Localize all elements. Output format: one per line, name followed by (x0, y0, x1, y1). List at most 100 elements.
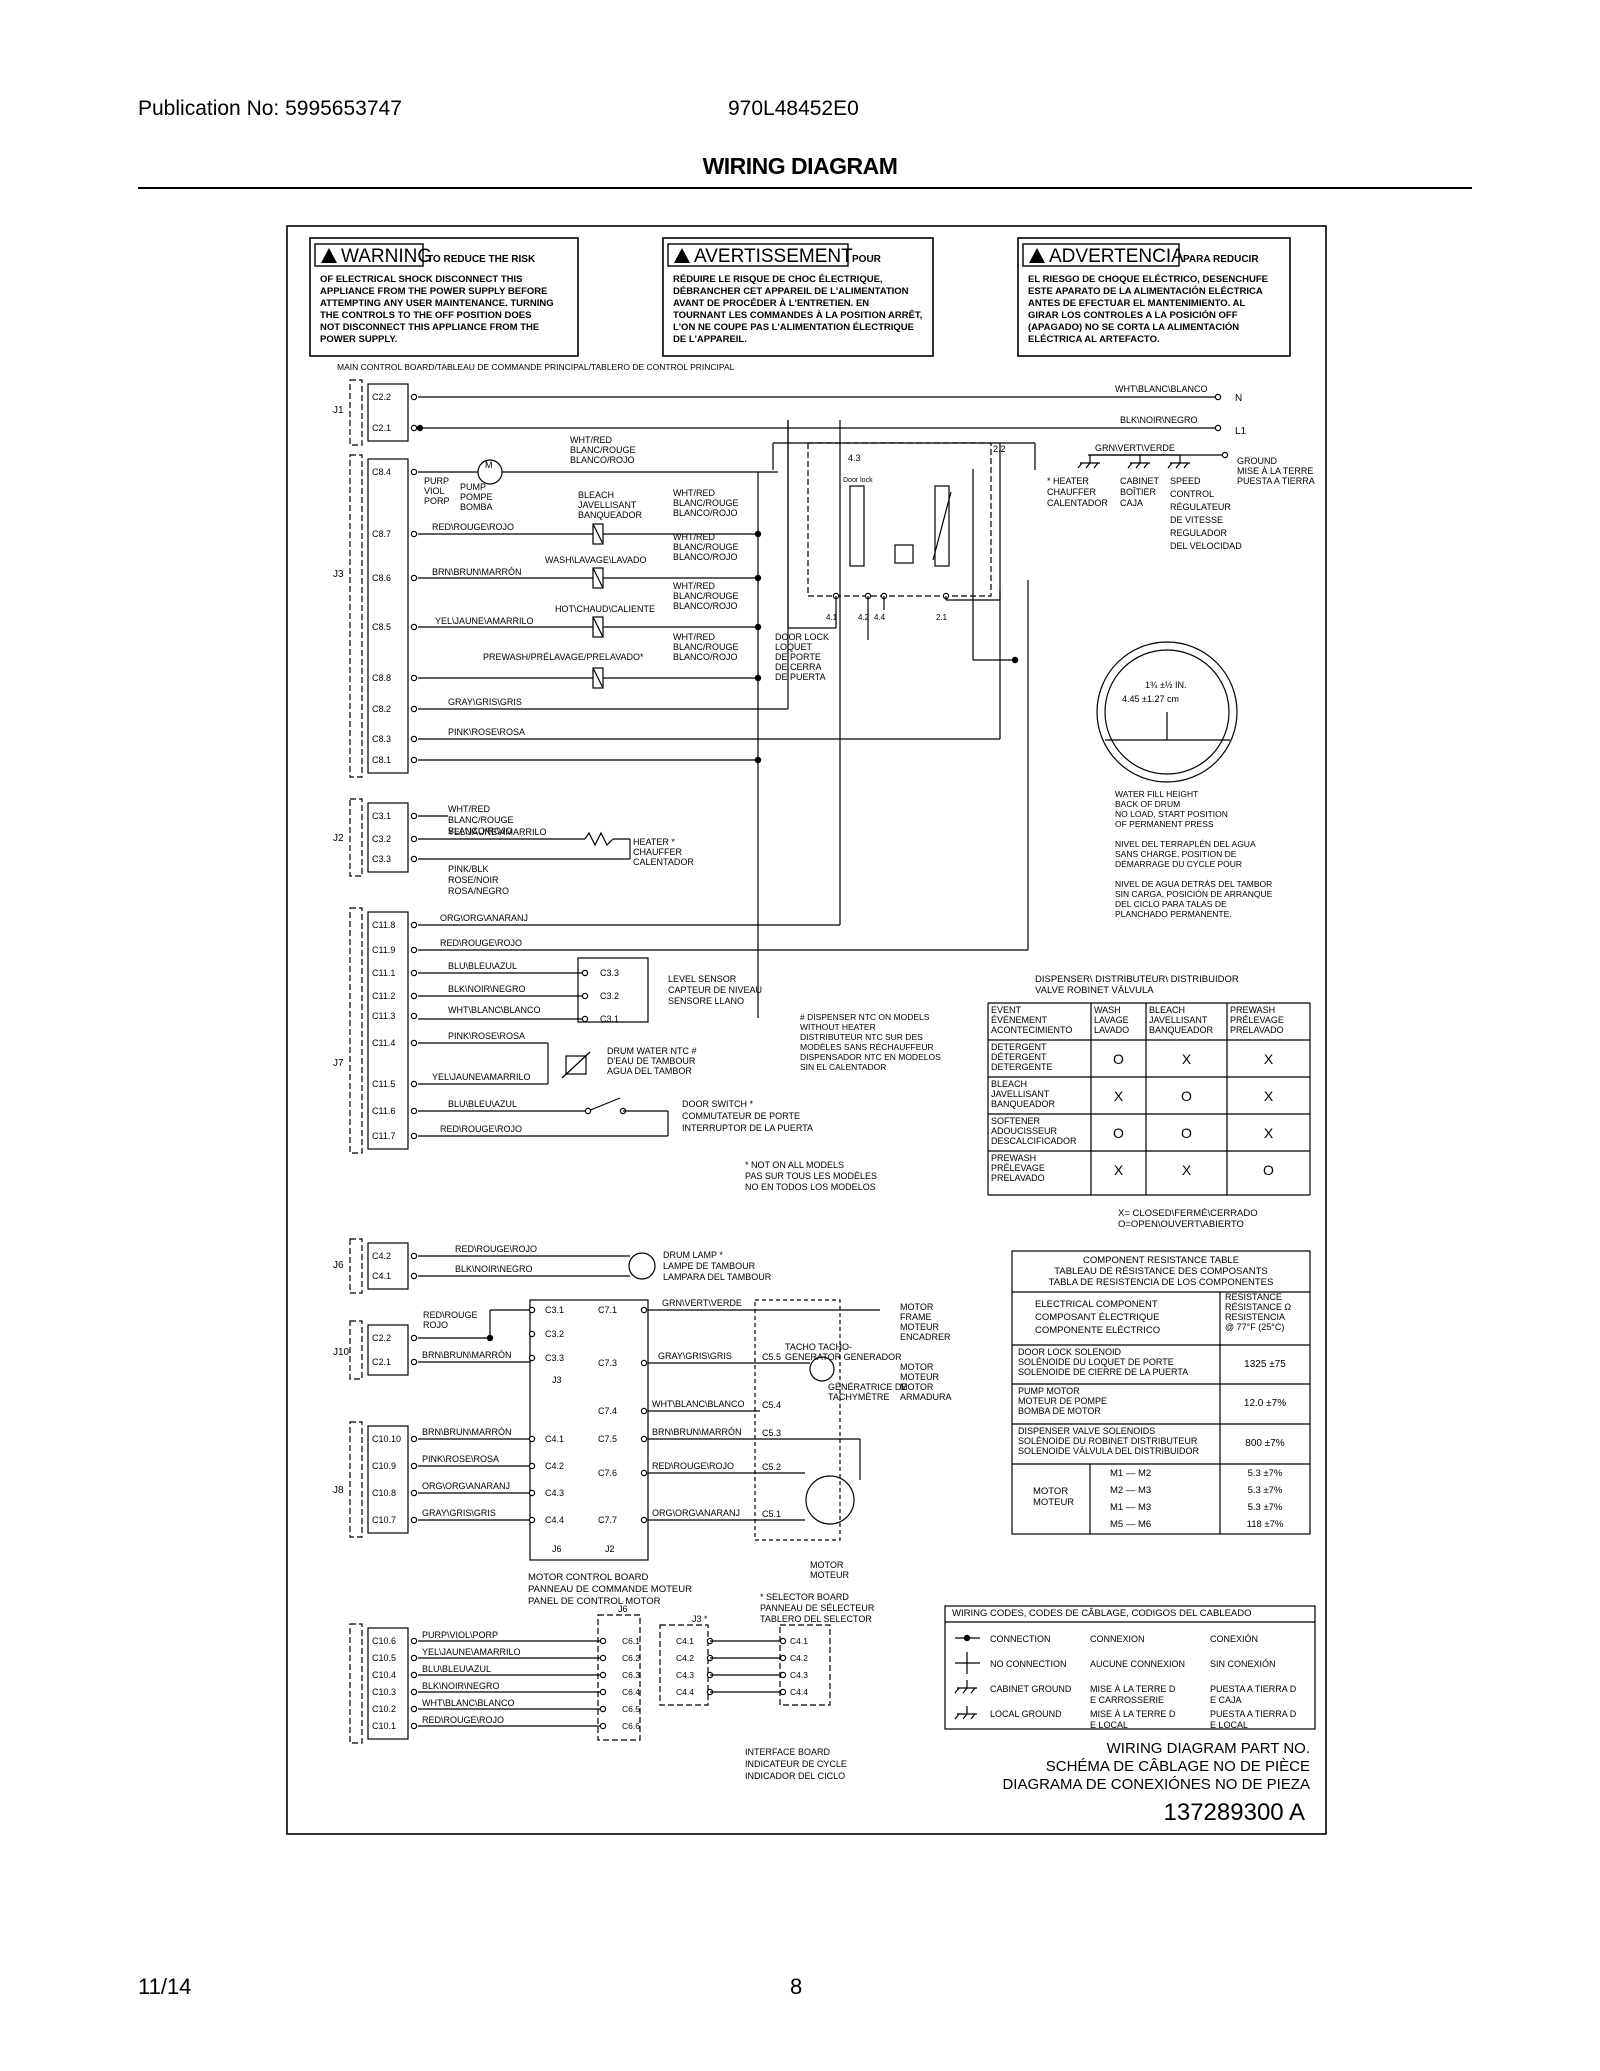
selector-out-pin: C4.4 (790, 1687, 808, 1697)
selector-out-box (779, 1624, 831, 1706)
wiring-code-en: CONNECTION (990, 1634, 1051, 1644)
connector-j7-terminal (410, 1080, 418, 1088)
connector-j3-bracket (349, 454, 363, 778)
dispenser-event: DETERGENT (991, 1042, 1047, 1052)
motor-j2-pin: C7.7 (598, 1515, 617, 1525)
ground-symbol-heater (1085, 462, 1091, 469)
motor-j2-pin: C7.5 (598, 1434, 617, 1444)
ptc-active-element (849, 485, 865, 567)
warning-text: ATTEMPTING ANY USER MAINTENANCE. TURNING (320, 298, 554, 309)
connector-j8-pin-label: C10.7 (372, 1515, 396, 1525)
ground-symbol-speed (1183, 462, 1189, 469)
motor-j6-terminal (528, 1489, 536, 1497)
motor-j2-terminal (640, 1306, 648, 1314)
connector-j6-pin-label: C4.2 (372, 1251, 391, 1261)
dispenser-caption: VALVE ROBINET VÁLVULA (1035, 985, 1154, 996)
wiring-code-fr: E CARROSSERIE (1090, 1695, 1164, 1705)
motor-j3-terminal (528, 1306, 536, 1314)
dispenser-event: PRELAVADO (991, 1173, 1045, 1183)
ground-speed-label: SPEED (1170, 476, 1201, 486)
dispenser-header: WASH (1094, 1005, 1121, 1015)
connector-j7-pin-label: C11.9 (372, 945, 395, 955)
whtred-label-top: BLANC/ROUGE (570, 445, 636, 455)
drum-lamp-label: DRUM LAMP * (663, 1250, 723, 1260)
wire-blk-label: BLK\NOIR\NEGRO (448, 984, 526, 994)
resistance-motor-pair: M1 — M2 (1110, 1468, 1151, 1479)
connector-j3-terminal (410, 674, 418, 682)
coil-slash (592, 523, 604, 545)
whtred-label: WHT/RED (673, 632, 715, 642)
ground-speed-label: REGULADOR (1170, 528, 1228, 538)
selector-out-pin: C4.2 (790, 1653, 808, 1663)
ground-heater-label: * HEATER (1047, 476, 1089, 486)
selector-out-terminal (779, 1637, 787, 1645)
dispenser-value: X (1264, 1088, 1274, 1104)
n-label: N (1235, 393, 1242, 404)
level-pin-label: C3.1 (600, 1014, 619, 1024)
resistance-value: 800 ±7% (1245, 1438, 1285, 1449)
drum-circle (1096, 641, 1238, 783)
connector-j8-pin-label: C10.10 (372, 1434, 401, 1444)
level-sensor-label: CAPTEUR DE NIVEAU (668, 985, 762, 995)
part-no-number: 137289300 A (1164, 1799, 1305, 1826)
selector-j3-pin: C4.4 (676, 1687, 694, 1697)
warning-text: TOURNANT LES COMMANDES À LA POSITION ARR… (673, 309, 922, 321)
ground-label: MISE À LA TERRE (1237, 466, 1313, 476)
coil-slash (592, 667, 604, 689)
connector-j3-block (367, 458, 409, 774)
wire-brn-label: BRN\BRUN\MARRÓN (432, 567, 522, 577)
resistance-title: TABLEAU DE RÉSISTANCE DES COMPOSANTS (1054, 1266, 1267, 1277)
connector-j8b-pin-label: C10.4 (372, 1670, 396, 1680)
warning-text: APPLIANCE FROM THE POWER SUPPLY BEFORE (320, 286, 548, 297)
dispenser-value: X (1182, 1162, 1192, 1178)
tacho-gen-label: TACHYMÈTRE (828, 1392, 889, 1402)
wire-yel-j2-label: YEL\JAUNE\AMARRILO (448, 827, 547, 837)
connector-j8-pin-label: C10.8 (372, 1488, 396, 1498)
terminal-n (1214, 393, 1222, 401)
drum-note: DEL CICLO PARA TALAS DE (1115, 899, 1227, 909)
wiring-code-fr: AUCUNE CONNEXION (1090, 1659, 1185, 1669)
dispenser-event: PREWASH (991, 1153, 1036, 1163)
whtred-label-top: WHT/RED (570, 435, 612, 445)
pump-label: POMPE (460, 492, 493, 502)
warning-box (662, 237, 934, 357)
connector-j3-pin-label: C8.7 (372, 529, 391, 539)
dispenser-value: X (1114, 1162, 1124, 1178)
motor-j2-terminal (640, 1359, 648, 1367)
wire-wht-label: WHT\BLANC\BLANCO (448, 1005, 541, 1015)
resistance-motor-value: 5.3 ±7% (1248, 1502, 1283, 1513)
warning-text: ANTES DE EFECTUAR EL MANTENIMIENTO. AL (1028, 298, 1245, 309)
connector-j8b-pin-label: C10.2 (372, 1704, 396, 1714)
door-lock-box (807, 442, 992, 597)
title-rule (138, 187, 1472, 189)
code-cabinet-ground (954, 1687, 960, 1694)
motor-c5-label: C5.1 (762, 1509, 781, 1519)
model-number: 970L48452E0 (728, 97, 859, 120)
dispenser-header: BANQUEADOR (1149, 1025, 1214, 1035)
connector-j7-block (367, 911, 409, 1150)
resistance-title: TABLA DE RESISTENCIA DE LOS COMPONENTES (1049, 1277, 1274, 1288)
connector-j8b-pin-label: C10.1 (372, 1721, 396, 1731)
selector-j6-box (597, 1614, 641, 1741)
code-cabinet-ground (970, 1687, 976, 1694)
connector-j7-terminal (410, 992, 418, 1000)
ground-heater-label: CALENTADOR (1047, 498, 1108, 508)
wire-red-label: RED\ROUGE\ROJO (432, 522, 514, 532)
not-all-note: PAS SUR TOUS LES MODÈLES (745, 1171, 877, 1181)
resistance-motor-value: 118 ±7% (1247, 1519, 1284, 1530)
warning-box (1017, 237, 1291, 357)
ntc-slash (561, 1051, 591, 1079)
connector-j1-pin-label: C2.2 (372, 392, 391, 402)
wiring-code-en: CABINET GROUND (990, 1684, 1072, 1694)
wire-j8-label: GRAY\GRIS\GRIS (422, 1508, 496, 1518)
motor-c5-label: C5.2 (762, 1462, 781, 1472)
selector-j6-pin: C6.5 (622, 1704, 640, 1714)
motor-j2-terminal (640, 1435, 648, 1443)
warning-text: POWER SUPPLY. (320, 334, 397, 345)
pump-wire-label: PORP (424, 496, 450, 506)
selector-j6-terminal (599, 1654, 607, 1662)
whtred-j2: BLANCO/ROJO (448, 826, 513, 836)
main-board-label: MAIN CONTROL BOARD/TABLEAU DE COMMANDE P… (337, 362, 735, 372)
connector-j8-bracket (349, 1421, 363, 1538)
interface-label: INTERFACE BOARD (745, 1747, 831, 1757)
